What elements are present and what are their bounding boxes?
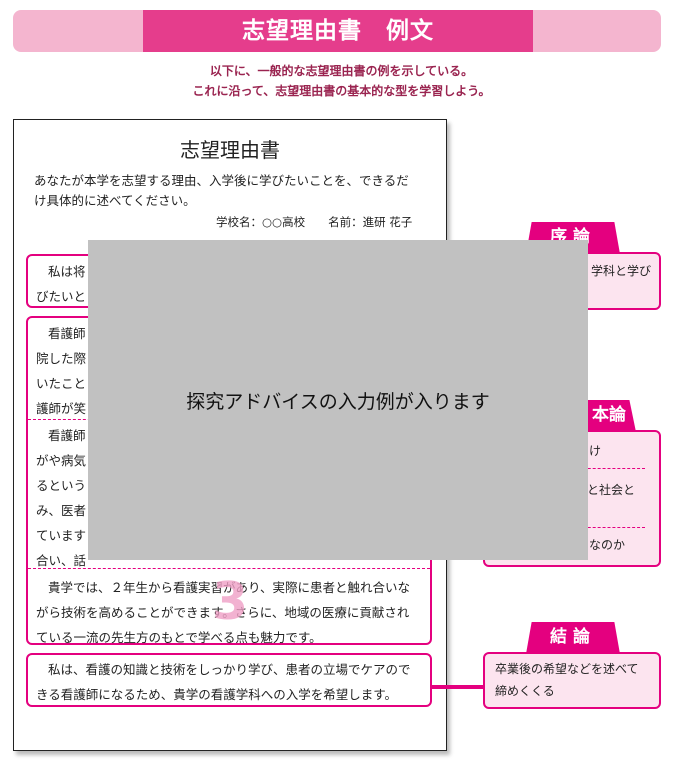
page-title: 志望理由書 例文 [143,10,533,52]
note-text: なのか [589,538,626,552]
prompt-line: あなたが本学を志望する理由、入学後に学びたいことを、できるだ [34,173,409,188]
divider [28,568,430,569]
note-text: 学科と学び [590,264,651,278]
text-line: 貴学では、２年生から看護実習があり、実際に患者と触れ合いな [48,580,411,595]
text-line: み、医者 [36,503,87,518]
note-text: 締めくくる [495,684,555,698]
number-mark: 3 [212,572,249,632]
connector-line [432,685,484,689]
conclusion-box: 私は、看護の知識と技術をしっかり学び、患者の立場でケアので きる看護師になるため… [26,653,432,707]
text-line: ている一流の先生方のもとで学べる点も魅力です。 [36,630,322,645]
text-line: 合い、話 [36,553,87,568]
school-name-line: 学校名：○○高校 名前：進研 花子 [216,215,413,229]
text-line: 私は将 [48,264,86,279]
intro-line: これに沿って、志望理由書の基本的な型を学習しよう。 [192,84,491,98]
placeholder-overlay: 探究アドバイスの入力例が入ります [88,240,588,560]
text-line: 私は、看護の知識と技術をしっかり学び、患者の立場でケアので [48,662,411,677]
text-line: がや病気 [36,453,87,468]
text-line: いたこと [36,376,87,391]
prompt-line: け具体的に述べてください。 [34,193,196,208]
note-text: と社会と [587,483,636,497]
text-line: 看護師 [48,428,86,443]
conclusion-label: 結論 [526,622,620,654]
text-line: びたいと [36,289,87,304]
placeholder-text: 探究アドバイスの入力例が入ります [186,390,490,413]
text-line: きる看護師になるため、貴学の看護学科への入学を希望します。 [36,687,398,702]
conclusion-note: 卒業後の希望などを述べて 締めくくる [483,652,661,709]
note-text: け [589,444,602,458]
text-line: ています [36,528,87,543]
note-text: 卒業後の希望などを述べて [495,662,639,676]
text-line: 看護師 [48,326,86,341]
text-line: がら技術を高めることができます。さらに、地域の医療に貢献され [36,605,410,620]
text-line: 護師が笑 [36,401,87,416]
document-title: 志望理由書 [180,138,280,162]
text-line: るという [36,478,87,493]
text-line: 院した際 [36,351,87,366]
intro-line: 以下に、一般的な志望理由書の例を示している。 [209,64,474,78]
